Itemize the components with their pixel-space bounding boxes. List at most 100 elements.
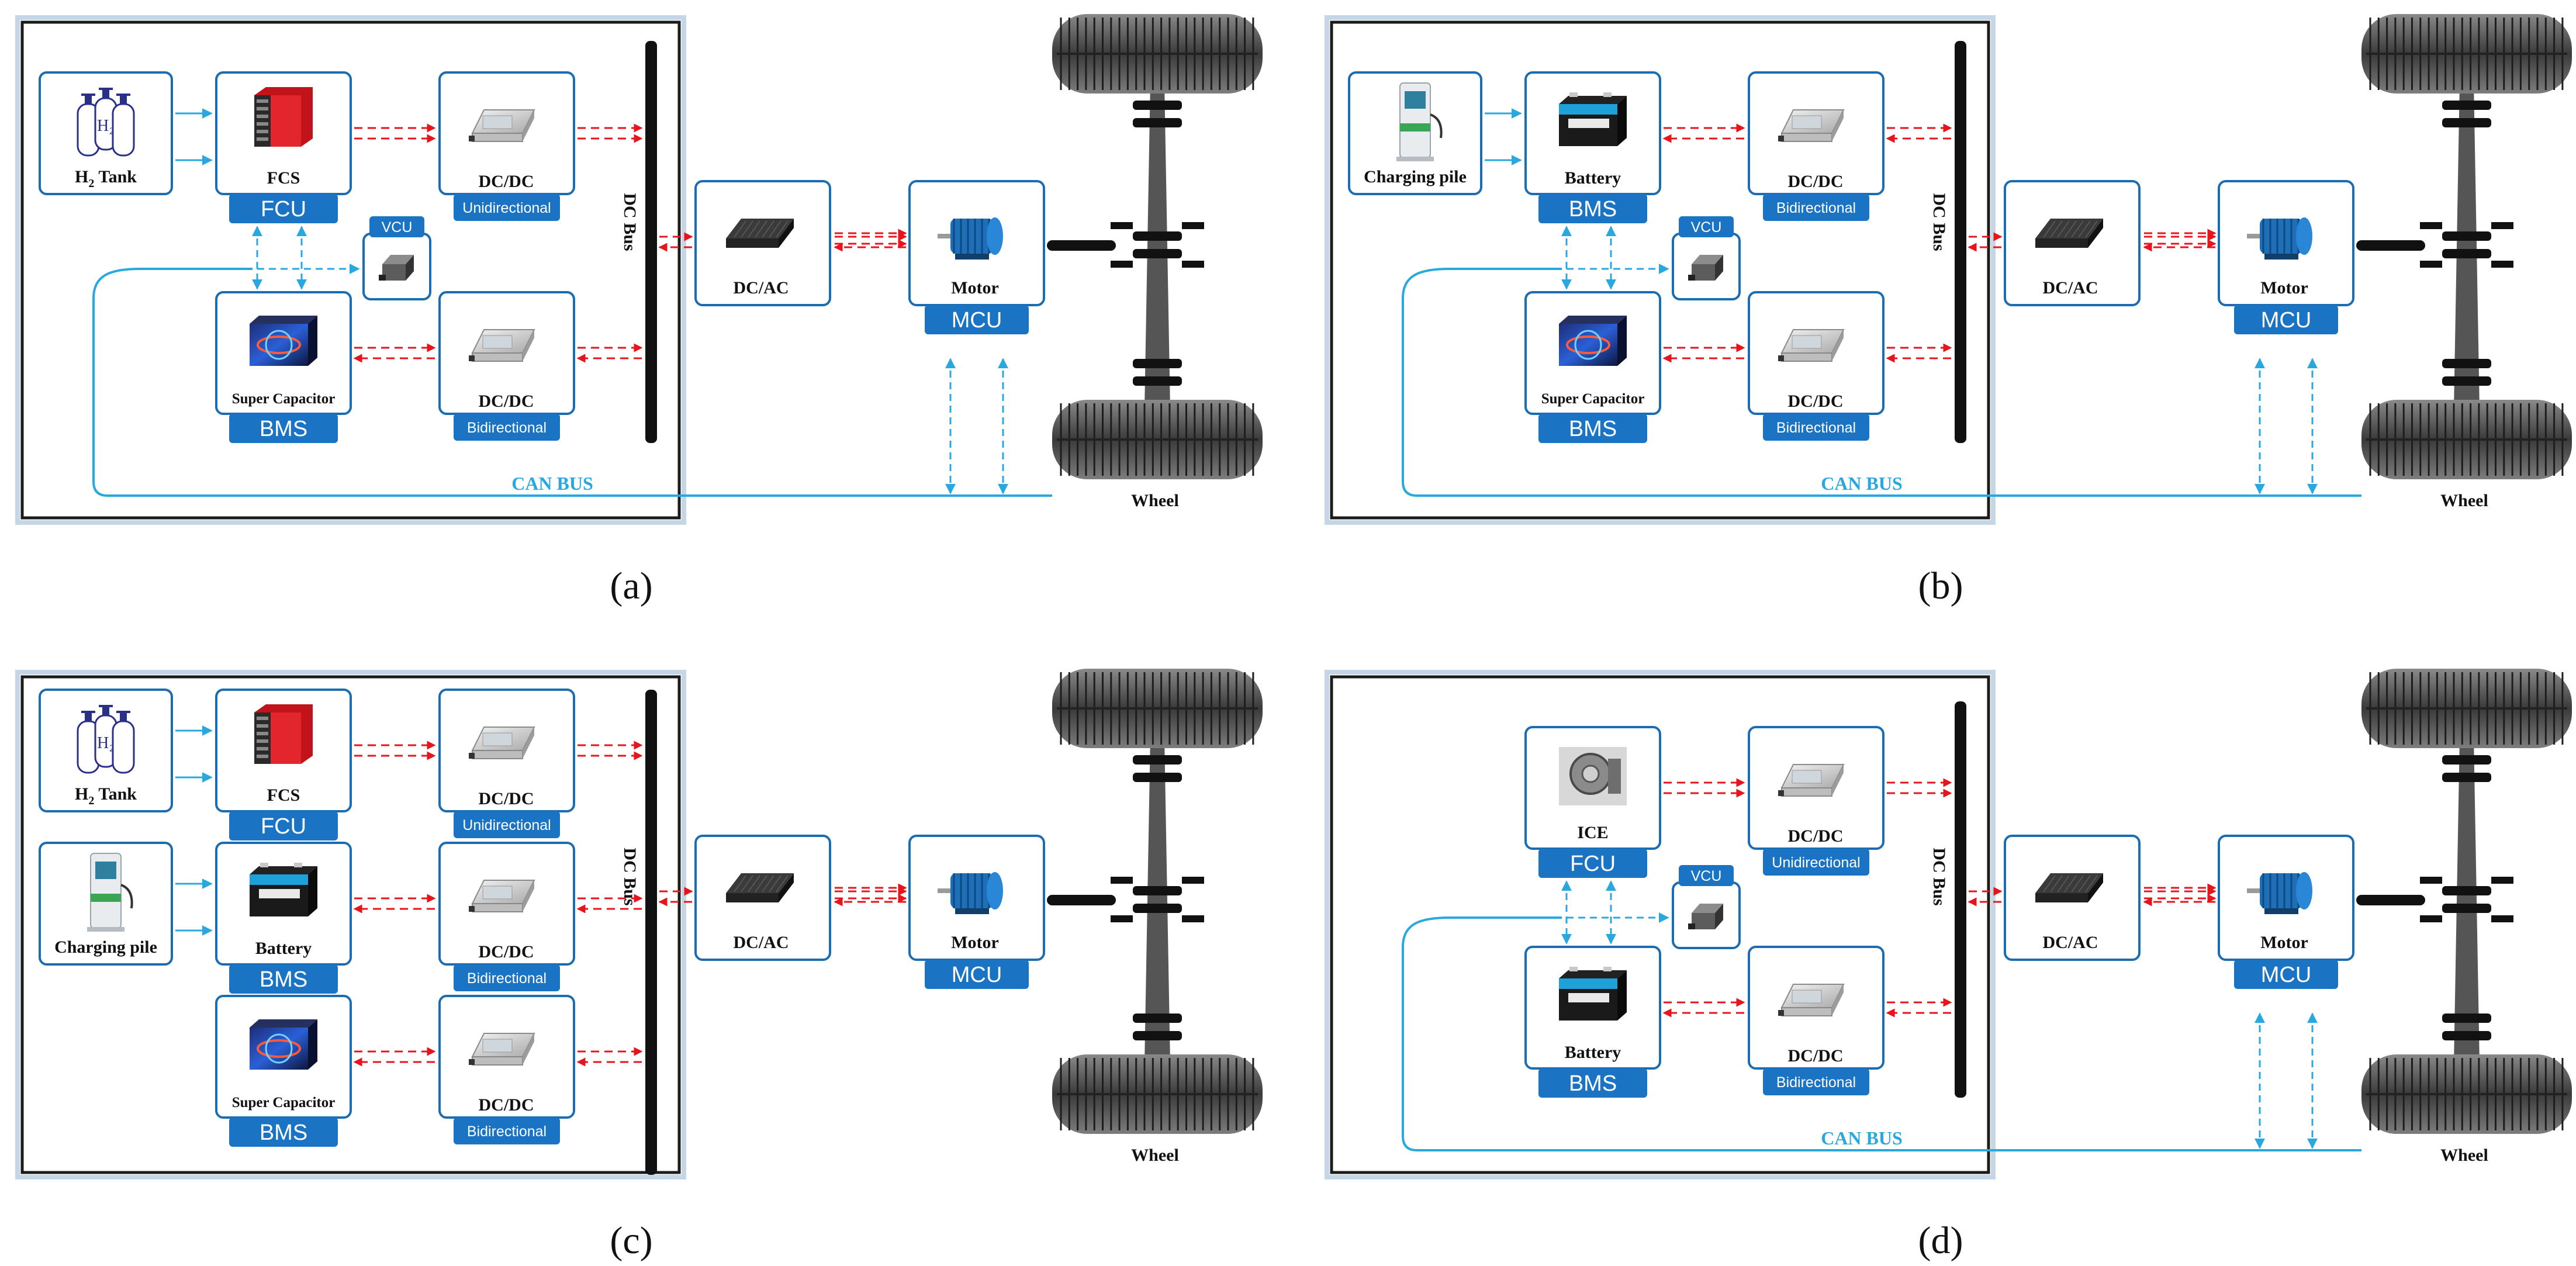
converter-icon bbox=[469, 880, 535, 912]
wheel-label: Wheel bbox=[2440, 1146, 2488, 1165]
device-tag-2-text: BMS bbox=[260, 967, 307, 992]
rear-wheel-icon bbox=[2361, 1054, 2572, 1134]
axle-joint-icon bbox=[1133, 1014, 1182, 1023]
device-tag-1 bbox=[229, 811, 338, 840]
motor-tag-text: MCU bbox=[952, 963, 1002, 987]
differential-icon bbox=[1133, 904, 1182, 913]
source-label-1: H2 Tank bbox=[75, 167, 137, 190]
converter-tag-3 bbox=[454, 1118, 560, 1144]
dc-bus-label: DC Bus bbox=[620, 193, 639, 251]
converter-label-2: DC/DC bbox=[1788, 392, 1844, 411]
device-tag-2 bbox=[1538, 1068, 1647, 1098]
axle-joint-icon bbox=[2442, 118, 2491, 127]
rear-wheel-icon bbox=[2361, 400, 2572, 479]
axle-joint-icon bbox=[2442, 1014, 2491, 1023]
inverter-label: DC/AC bbox=[2043, 933, 2098, 952]
axle bbox=[2454, 736, 2480, 1064]
converter-icon bbox=[1778, 329, 1845, 362]
converter-label-2: DC/DC bbox=[1788, 1046, 1844, 1066]
differential-icon bbox=[2491, 877, 2513, 884]
converter-tag-2-text: Bidirectional bbox=[467, 970, 547, 987]
motor-tag bbox=[2234, 960, 2338, 989]
differential-icon bbox=[2442, 886, 2491, 895]
vcu-tag bbox=[369, 216, 424, 237]
converter-icon bbox=[469, 727, 535, 759]
axle-joint-icon bbox=[2442, 773, 2491, 782]
converter-tag-2 bbox=[454, 964, 560, 991]
axle-joint-icon bbox=[1133, 118, 1182, 127]
axle bbox=[1144, 736, 1170, 1064]
rear-wheel-icon bbox=[1052, 1054, 1263, 1134]
converter-tag-1 bbox=[454, 811, 560, 838]
axle bbox=[2454, 82, 2480, 409]
dc-bus-label: DC Bus bbox=[620, 848, 639, 905]
motor-tag bbox=[2234, 305, 2338, 334]
frame-outer bbox=[15, 670, 686, 1179]
dc-bus-bar bbox=[1955, 41, 1966, 443]
device-label-1: FCS bbox=[267, 168, 300, 188]
inverter-label: DC/AC bbox=[734, 933, 789, 952]
differential-icon bbox=[2420, 261, 2442, 268]
can-bus-line bbox=[92, 268, 1052, 497]
motor-tag-text: MCU bbox=[2261, 963, 2312, 987]
converter-tag-2 bbox=[1763, 414, 1869, 441]
vcu-icon bbox=[379, 255, 414, 281]
device-tag-1-text: FCU bbox=[261, 814, 306, 839]
axle-joint-icon bbox=[1133, 359, 1182, 368]
converter-tag-2 bbox=[454, 414, 560, 441]
frame-outer bbox=[15, 15, 686, 525]
dc-bus-bar bbox=[1955, 701, 1966, 1098]
device-tag-2 bbox=[229, 414, 338, 443]
differential-icon bbox=[1182, 261, 1204, 268]
inverter-label: DC/AC bbox=[2043, 278, 2098, 298]
dc-bus-bar bbox=[645, 690, 657, 1175]
device-label-2: Battery bbox=[255, 939, 312, 958]
axle-joint-icon bbox=[2442, 359, 2491, 368]
vcu-tag-text: VCU bbox=[1691, 219, 1722, 236]
battery-icon bbox=[250, 863, 317, 916]
converter-tag-2 bbox=[1763, 1068, 1869, 1095]
can-bus-line bbox=[1402, 268, 2361, 497]
device-tag-1-text: FCU bbox=[261, 197, 306, 222]
inverter-icon bbox=[2035, 219, 2103, 248]
frame-outer bbox=[1325, 15, 1996, 525]
differential-icon bbox=[1182, 877, 1204, 884]
motor-tag-text: MCU bbox=[2261, 308, 2312, 333]
motor-icon bbox=[2247, 217, 2312, 260]
converter-icon bbox=[469, 329, 535, 362]
frame-outer bbox=[1325, 670, 1996, 1179]
differential-icon bbox=[2420, 915, 2442, 922]
vcu-icon bbox=[1688, 904, 1723, 929]
device-label-1: ICE bbox=[1577, 823, 1608, 842]
converter-tag-2-text: Bidirectional bbox=[467, 420, 547, 436]
inverter-icon bbox=[726, 873, 794, 902]
motor-tag bbox=[925, 305, 1029, 334]
device-tag-2-text: BMS bbox=[1569, 1071, 1617, 1096]
super-capacitor-icon bbox=[1559, 316, 1627, 366]
dc-bus-label: DC Bus bbox=[1930, 848, 1949, 905]
charging-pile-icon bbox=[1396, 82, 1443, 161]
differential-icon bbox=[2442, 904, 2491, 913]
source-label-1: Charging pile bbox=[1364, 167, 1467, 186]
axle-joint-icon bbox=[1133, 1031, 1182, 1040]
converter-icon bbox=[1778, 764, 1845, 797]
can-bus-label: CAN BUS bbox=[1821, 1127, 1903, 1149]
panel-caption: (d) bbox=[1918, 1219, 1963, 1262]
converter-label-3: DC/DC bbox=[479, 1095, 534, 1115]
frame-inner bbox=[20, 675, 681, 1174]
converter-label-2: DC/DC bbox=[479, 392, 534, 411]
frame-inner bbox=[20, 20, 681, 520]
differential-icon bbox=[2442, 249, 2491, 258]
differential-icon bbox=[2420, 877, 2442, 884]
differential-icon bbox=[1133, 231, 1182, 241]
device-tag-1 bbox=[229, 194, 338, 223]
converter-tag-1-text: Bidirectional bbox=[1776, 200, 1856, 216]
motor-label: Motor bbox=[2260, 278, 2308, 298]
differential-icon bbox=[2491, 261, 2513, 268]
wheel-label: Wheel bbox=[2440, 491, 2488, 510]
motor-tag bbox=[925, 960, 1029, 989]
converter-tag-1-text: Unidirectional bbox=[462, 817, 551, 833]
hydrogen-tank-icon: H₂ bbox=[77, 705, 135, 774]
